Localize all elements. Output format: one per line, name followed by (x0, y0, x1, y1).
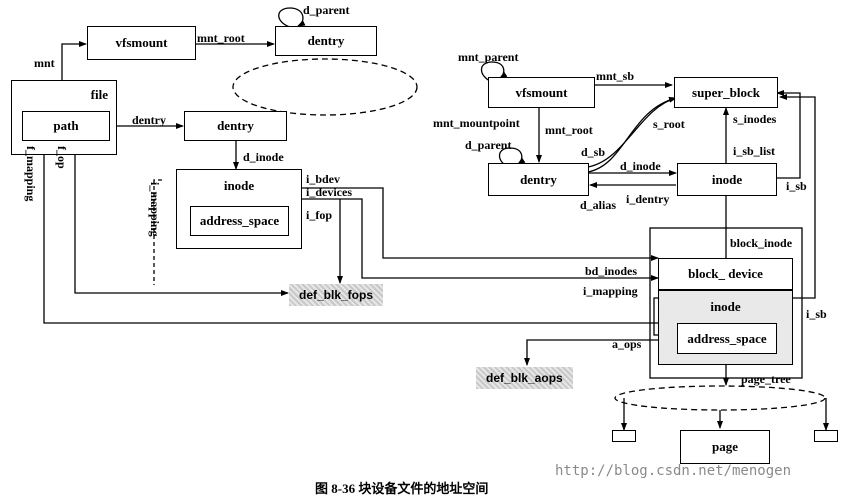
address-space-box: address_space (190, 206, 289, 236)
s-inodes-label: s_inodes (733, 112, 777, 126)
inode-box-right: inode (677, 163, 777, 196)
mnt-parent-label: mnt_parent (458, 50, 519, 64)
a-ops-label: a_ops (612, 337, 642, 351)
mnt-root-label: mnt_root (197, 31, 245, 45)
i-dentry-label: i_dentry (626, 192, 670, 206)
super-block-box: super_block (674, 77, 778, 108)
figure-caption: 图 8-36 块设备文件的地址空间 (315, 481, 489, 496)
d-alias-label: d_alias (580, 198, 617, 212)
path-box: path (22, 111, 110, 141)
s-root-label: s_root (653, 117, 685, 131)
vfsmount-box-left: vfsmount (87, 26, 196, 60)
page-small-box-left (612, 430, 636, 442)
block-inode-label: block_inode (730, 236, 793, 250)
i-bdev-label: i_bdev (306, 172, 341, 186)
f-op-label: f_op (55, 146, 69, 169)
d-inode-label: d_inode (243, 150, 284, 164)
super-block-label: super_block (692, 84, 760, 100)
i-fop-label: i_fop (306, 208, 333, 222)
mnt-label: mnt (34, 56, 55, 70)
address-space-label: address_space (687, 330, 767, 346)
path-label: path (53, 118, 79, 133)
i-sb-bottom-label: i_sb (806, 307, 827, 321)
i-sb-top-label: i_sb (786, 179, 807, 193)
i-devices-label: i_devices (306, 185, 352, 199)
d-sb-label: d_sb (581, 145, 606, 159)
page-label: page (712, 439, 738, 454)
mnt-sb-label: mnt_sb (596, 69, 635, 83)
def-blk-aops: def_blk_aops (476, 367, 573, 389)
dentry-arrow-label: dentry (132, 113, 166, 127)
page-tree-label: page_tree (741, 372, 791, 386)
d-inode-right-label: d_inode (620, 159, 661, 173)
dentry-box-mid: dentry (184, 111, 287, 141)
dentry-label: dentry (520, 171, 557, 187)
d-parent-label: d_parent (303, 3, 350, 17)
dentry-label: dentry (217, 118, 254, 133)
watermark-text: http://blog.csdn.net/menogen (555, 463, 792, 479)
block-device-label: block_ device (688, 266, 763, 281)
block-device-box: block_ device (658, 258, 793, 290)
page-box: page (680, 430, 770, 464)
vfsmount-box-right: vfsmount (488, 77, 595, 108)
bd-address-space-box: address_space (677, 323, 777, 354)
page-small-box-right (814, 430, 838, 442)
mnt-mountpoint-label: mnt_mountpoint (433, 116, 520, 130)
dentry-box-right: dentry (488, 163, 589, 196)
inode-label: inode (710, 299, 741, 314)
mnt-root-right-label: mnt_root (545, 123, 593, 137)
dentry-box-top: dentry (275, 26, 377, 56)
file-label: file (90, 87, 108, 102)
def-blk-fops: def_blk_fops (289, 284, 384, 306)
i-mapping-right-label: i_mapping (583, 284, 638, 298)
inode-label: inode (223, 178, 255, 193)
vfsmount-label: vfsmount (515, 84, 568, 100)
inode-label: inode (711, 171, 743, 187)
i-sb-list-label: i_sb_list (733, 144, 776, 158)
bd-inodes-label: bd_inodes (585, 264, 638, 278)
f-mapping-label: f_mapping (24, 146, 38, 202)
i-mapping-label: i_mapping (148, 182, 162, 237)
vfsmount-label: vfsmount (115, 35, 168, 50)
address-space-label: address_space (199, 213, 280, 228)
dentry-label: dentry (307, 33, 345, 48)
d-parent-right-label: d_parent (465, 138, 512, 152)
